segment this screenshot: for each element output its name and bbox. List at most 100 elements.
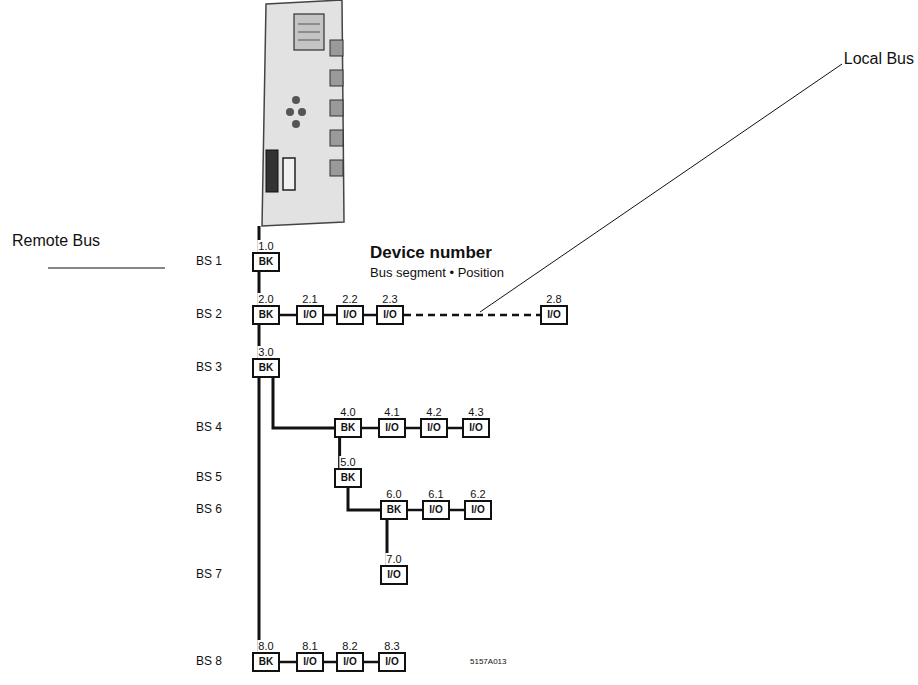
device-number: 6.1 [427, 488, 444, 500]
device-number: 5.0 [339, 456, 356, 468]
remote-bus-line [273, 378, 334, 428]
module-label: BK [387, 504, 401, 516]
device-number: 4.2 [425, 406, 442, 418]
io-module-box: 6.2I/O [464, 500, 492, 520]
io-module-box: 8.3I/O [378, 652, 406, 672]
io-module-box: 4.1I/O [378, 418, 406, 438]
io-module-box: 2.8I/O [540, 305, 568, 325]
local-bus-line [324, 661, 336, 664]
local-bus-line [448, 427, 462, 430]
module-label: I/O [343, 309, 356, 321]
bus-segment-label: BS 7 [196, 568, 222, 582]
bus-connector [283, 158, 295, 190]
io-module-box: 4.2I/O [420, 418, 448, 438]
bus-segment-label: BS 8 [196, 655, 222, 669]
module-label: I/O [303, 656, 316, 668]
board-chip [330, 130, 343, 146]
module-label: I/O [427, 422, 440, 434]
module-label: BK [341, 422, 355, 434]
module-label: I/O [387, 569, 400, 581]
device-number: 2.3 [381, 293, 398, 305]
bus-segment-label: BS 1 [196, 255, 222, 269]
board-button [292, 120, 300, 128]
device-number: 8.2 [341, 640, 358, 652]
display-line [298, 40, 320, 41]
device-number: 8.0 [257, 640, 274, 652]
board-button [298, 108, 306, 116]
device-number: 2.8 [545, 293, 562, 305]
bus-coupler-box: 5.0BK [334, 468, 362, 488]
local-bus-line [280, 661, 296, 664]
module-label: I/O [385, 422, 398, 434]
module-label: BK [259, 656, 273, 668]
callout-label: Local Bus [844, 50, 914, 68]
bus-segment-label: BS 3 [196, 361, 222, 375]
display-line [298, 32, 320, 33]
bus-coupler-box: 3.0BK [252, 358, 280, 378]
module-label: I/O [469, 422, 482, 434]
figure-number: 5157A013 [470, 657, 506, 666]
board-outline [262, 0, 344, 226]
bus-coupler-box: 6.0BK [380, 500, 408, 520]
bus-segment-label: BS 6 [196, 503, 222, 517]
io-module-box: 7.0I/O [380, 565, 408, 585]
module-label: BK [259, 309, 273, 321]
bus-segment-label: BS 2 [196, 308, 222, 322]
local-bus-line [280, 314, 296, 317]
module-label: BK [259, 256, 273, 268]
bus-coupler-box: 2.0BK [252, 305, 280, 325]
module-label: I/O [471, 504, 484, 516]
device-number: 2.2 [341, 293, 358, 305]
local-bus-line [364, 314, 376, 317]
module-label: I/O [547, 309, 560, 321]
device-number: 4.3 [467, 406, 484, 418]
device-number: 4.0 [339, 406, 356, 418]
bus-segment-label: BS 4 [196, 421, 222, 435]
local-bus-line [324, 314, 336, 317]
device-number: 4.1 [383, 406, 400, 418]
bus-connector [266, 150, 278, 192]
module-label: I/O [343, 656, 356, 668]
device-number: 8.1 [301, 640, 318, 652]
module-label: BK [341, 472, 355, 484]
bus-coupler-box: 8.0BK [252, 652, 280, 672]
local-bus-line [404, 314, 540, 317]
device-number: 7.0 [385, 553, 402, 565]
io-module-box: 2.3I/O [376, 305, 404, 325]
device-number: 1.0 [257, 240, 274, 252]
heading-text: Bus segment • Position [370, 266, 504, 281]
io-module-box: 8.2I/O [336, 652, 364, 672]
local-bus-line [408, 509, 422, 512]
device-number: 6.2 [469, 488, 486, 500]
device-number: 2.1 [301, 293, 318, 305]
io-module-box: 4.3I/O [462, 418, 490, 438]
heading-text: Device number [370, 243, 492, 263]
local-bus-line [364, 661, 378, 664]
io-module-box: 6.1I/O [422, 500, 450, 520]
device-number: 8.3 [383, 640, 400, 652]
io-module-box: 2.1I/O [296, 305, 324, 325]
device-number: 3.0 [257, 346, 274, 358]
display-line [298, 24, 320, 25]
display [294, 14, 324, 50]
module-label: I/O [385, 656, 398, 668]
controller-board [262, 0, 344, 226]
io-module-box: 8.1I/O [296, 652, 324, 672]
local-bus-line [406, 427, 420, 430]
module-label: I/O [429, 504, 442, 516]
board-button [292, 96, 300, 104]
module-label: I/O [303, 309, 316, 321]
device-number: 6.0 [385, 488, 402, 500]
local-bus-line [450, 509, 464, 512]
leader-line [48, 268, 165, 269]
module-label: I/O [383, 309, 396, 321]
board-chip [330, 70, 343, 86]
board-chip [330, 160, 343, 176]
device-number: 2.0 [257, 293, 274, 305]
bus-coupler-box: 1.0BK [252, 252, 280, 272]
bus-segment-label: BS 5 [196, 471, 222, 485]
local-bus-line [362, 427, 378, 430]
remote-bus-line [258, 378, 261, 652]
